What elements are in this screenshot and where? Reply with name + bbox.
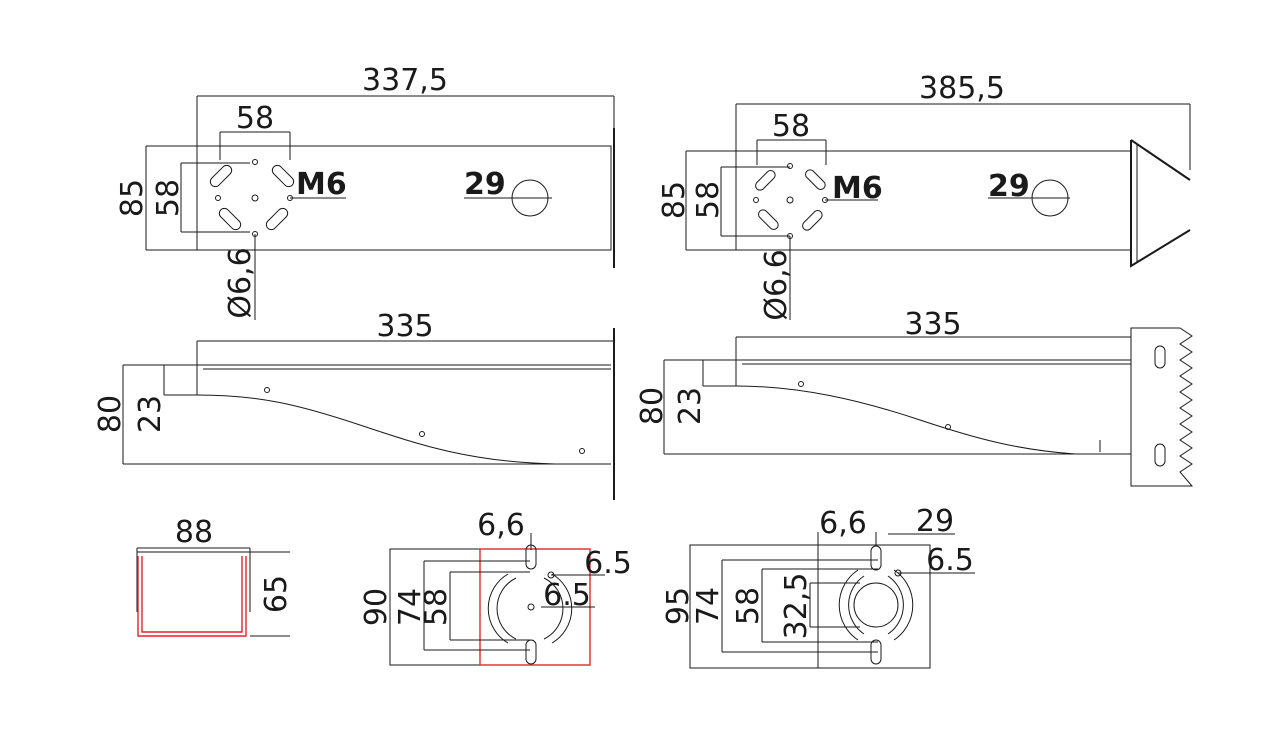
mounting-plate-b — [689, 532, 975, 669]
dim-hole-diameter-left: Ø6,6 — [223, 247, 258, 318]
dim-slot-b: 6,6 — [819, 506, 867, 541]
cross-section — [136, 547, 290, 637]
dim-bolt-spacing-h-left: 58 — [236, 101, 274, 136]
plan-view-right — [685, 103, 1191, 320]
dim-offset-top-a: 6.5 — [584, 546, 632, 581]
side-view-left — [122, 328, 615, 500]
dim-height-inner-a: 58 — [419, 588, 454, 626]
dim-height-total-a: 90 — [359, 588, 394, 626]
plan-view-left — [145, 95, 615, 320]
dim-thread-right: M6 — [832, 171, 883, 206]
dim-height-bore-b: 32,5 — [779, 573, 814, 640]
dim-offset-mid-a: 6.5 — [543, 578, 591, 613]
dim-hole-diameter-right: Ø6,6 — [759, 249, 794, 320]
dim-hole-left: 29 — [464, 167, 506, 202]
dim-offset-b: 6.5 — [926, 543, 974, 578]
dim-height-total-b: 95 — [661, 587, 696, 625]
dim-section-height: 65 — [259, 575, 294, 613]
dim-height-side-right: 80 — [635, 387, 670, 425]
dim-flange-side-right: 23 — [673, 387, 708, 425]
dim-height-side-left: 80 — [93, 395, 128, 433]
dim-total-length-right: 385,5 — [919, 71, 1005, 106]
dim-bolt-spacing-v-left: 58 — [151, 179, 186, 217]
dim-height-inner-b: 58 — [731, 587, 766, 625]
dim-height-mid-b: 74 — [691, 587, 726, 625]
dim-thread-left: M6 — [296, 167, 347, 202]
dim-length-side-left: 335 — [376, 309, 433, 344]
side-view-right — [663, 327, 1194, 487]
dim-height-left: 85 — [115, 179, 150, 217]
dim-section-width: 88 — [175, 515, 213, 550]
dim-hole-right: 29 — [988, 169, 1030, 204]
dim-height-mid-a: 74 — [393, 588, 428, 626]
dim-bore-b: 29 — [916, 504, 954, 539]
dim-total-length-left: 337,5 — [362, 63, 448, 98]
dim-height-right: 85 — [657, 181, 692, 219]
dim-bolt-spacing-v-right: 58 — [691, 181, 726, 219]
mounting-plate-a — [389, 533, 605, 666]
dim-slot-a: 6,6 — [477, 508, 525, 543]
dim-length-side-right: 335 — [904, 307, 961, 342]
dim-bolt-spacing-h-right: 58 — [772, 109, 810, 144]
dim-flange-side-left: 23 — [133, 395, 168, 433]
